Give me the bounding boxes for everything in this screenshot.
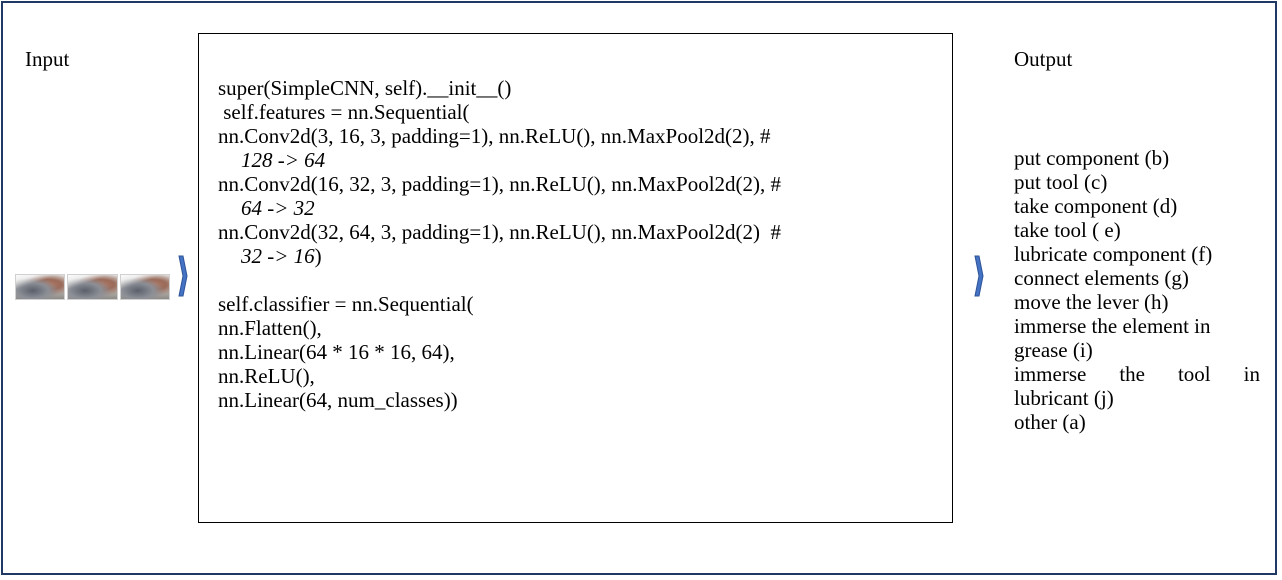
output-class-item: immerse the element in — [1014, 314, 1211, 338]
model-code-box — [198, 33, 953, 523]
video-frame-thumbnail-icon — [15, 274, 66, 300]
code-comment: 32 -> 16 — [241, 244, 315, 268]
code-line: nn.Conv2d(16, 32, 3, padding=1), nn.ReLU… — [218, 172, 782, 196]
code-line: nn.Conv2d(3, 16, 3, padding=1), nn.ReLU(… — [218, 124, 771, 148]
output-word: tool — [1177, 362, 1211, 386]
output-class-item: take component (d) — [1014, 194, 1178, 218]
output-label: Output — [1014, 47, 1073, 71]
code-line: self.classifier = nn.Sequential( — [218, 292, 474, 316]
output-class-item: connect elements (g) — [1014, 266, 1189, 290]
output-class-item: put component (b) — [1014, 146, 1170, 170]
output-class-item: lubricant (j) — [1014, 386, 1114, 410]
output-class-item: move the lever (h) — [1014, 290, 1169, 314]
output-word: the — [1119, 362, 1145, 386]
input-frames — [15, 274, 170, 300]
code-line: nn.Linear(64 * 16 * 16, 64), — [218, 340, 455, 364]
output-class-list: put component (b) put tool (c) take comp… — [1014, 146, 1260, 434]
input-arrow-icon — [178, 255, 188, 297]
output-class-item: take tool ( e) — [1014, 218, 1121, 242]
output-arrow-icon — [974, 255, 984, 297]
input-label: Input — [25, 47, 70, 71]
output-word: immerse — [1014, 362, 1087, 386]
output-class-item: grease (i) — [1014, 338, 1093, 362]
video-frame-thumbnail-icon — [67, 274, 118, 300]
code-comment: 128 -> 64 — [241, 148, 326, 172]
code-close-paren: ) — [314, 244, 322, 268]
code-line-wrap: 32 -> 16) — [218, 244, 943, 268]
code-line: self.features = nn.Sequential( — [218, 100, 470, 124]
code-comment: 64 -> 32 — [241, 196, 315, 220]
output-class-item-justified: immerse the tool in — [1014, 362, 1260, 386]
output-class-item: put tool (c) — [1014, 170, 1108, 194]
code-line: nn.ReLU(), — [218, 364, 315, 388]
output-word: in — [1243, 362, 1260, 386]
code-line: nn.Flatten(), — [218, 316, 322, 340]
code-line: nn.Linear(64, num_classes)) — [218, 388, 458, 412]
code-line: nn.Conv2d(32, 64, 3, padding=1), nn.ReLU… — [218, 220, 782, 244]
output-class-item: lubricate component (f) — [1014, 242, 1213, 266]
output-class-item: other (a) — [1014, 410, 1086, 434]
code-line: super(SimpleCNN, self).__init__() — [218, 76, 512, 100]
model-code: super(SimpleCNN, self).__init__() self.f… — [218, 76, 943, 412]
video-frame-thumbnail-icon — [119, 274, 170, 300]
